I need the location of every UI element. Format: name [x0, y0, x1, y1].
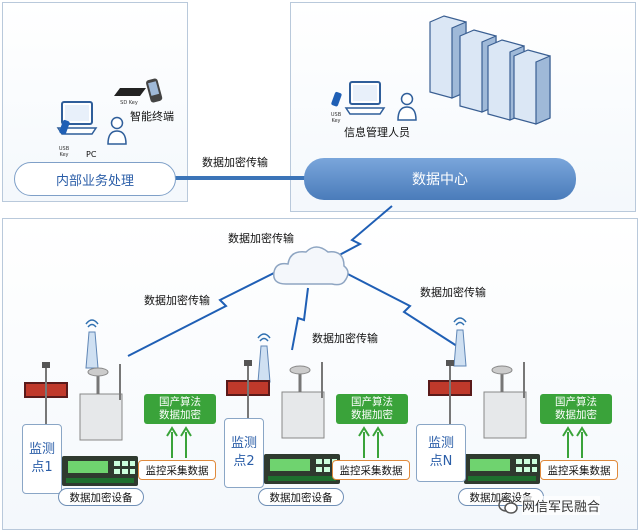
manager-pc-icon	[344, 81, 386, 115]
site-2-point: 监测 点2	[224, 418, 264, 488]
server-rack-icon	[429, 15, 551, 125]
internal-processing-pill: 内部业务处理	[14, 162, 176, 196]
data-center-pill: 数据中心	[304, 158, 576, 200]
smart-phone-icon	[146, 78, 163, 103]
sd-key-label: SD Key	[120, 100, 138, 106]
site-1-arrows	[166, 426, 192, 458]
site-2-collection: 监控采集数据	[332, 460, 410, 480]
wechat-icon	[498, 497, 518, 514]
encryption-device-3	[464, 454, 540, 484]
site-n-arrows	[562, 426, 588, 458]
encryption-device-2	[264, 454, 340, 484]
site-2-arrows	[358, 426, 384, 458]
cloud-icon	[273, 246, 349, 286]
site-n-algorithm: 国产算法 数据加密	[540, 394, 612, 424]
monitoring-station-1	[24, 362, 123, 456]
middle-transfer-label: 数据加密传输	[312, 332, 378, 345]
encryption-device-1	[62, 456, 138, 486]
site-1-point: 监测 点1	[22, 424, 62, 494]
pc-icon	[56, 101, 98, 135]
right-transfer-label: 数据加密传输	[420, 286, 486, 299]
site-1-algorithm: 国产算法 数据加密	[144, 394, 216, 424]
pc-label: PC	[86, 150, 97, 159]
antenna-icon-1	[85, 319, 99, 369]
user-icon-right	[397, 92, 417, 121]
site-n-point: 监测 点N	[416, 424, 466, 482]
usb-key-label-left: USB Key	[58, 146, 70, 158]
monitoring-station-3	[428, 360, 527, 454]
usb-key-label-right: USB Key	[330, 112, 342, 124]
site-1-device-label: 数据加密设备	[58, 488, 144, 506]
left-transfer-label: 数据加密传输	[144, 294, 210, 307]
antenna-icon-3	[453, 317, 467, 367]
top-transfer-label: 数据加密传输	[202, 156, 268, 169]
site-n-collection: 监控采集数据	[540, 460, 618, 480]
usb-key-icon-right	[331, 91, 342, 107]
site-2-device-label: 数据加密设备	[258, 488, 344, 506]
cloud-transfer-label: 数据加密传输	[228, 232, 294, 245]
watermark: 网信军民融合	[498, 496, 601, 515]
watermark-text: 网信军民融合	[522, 496, 601, 515]
info-manager-label: 信息管理人员	[344, 126, 410, 139]
sd-key-icon	[114, 88, 146, 96]
usb-key-icon-left	[59, 119, 70, 135]
smart-terminal-label: 智能终端	[130, 110, 174, 123]
site-2-algorithm: 国产算法 数据加密	[336, 394, 408, 424]
user-icon-left	[107, 116, 127, 145]
site-1-collection: 监控采集数据	[138, 460, 216, 480]
